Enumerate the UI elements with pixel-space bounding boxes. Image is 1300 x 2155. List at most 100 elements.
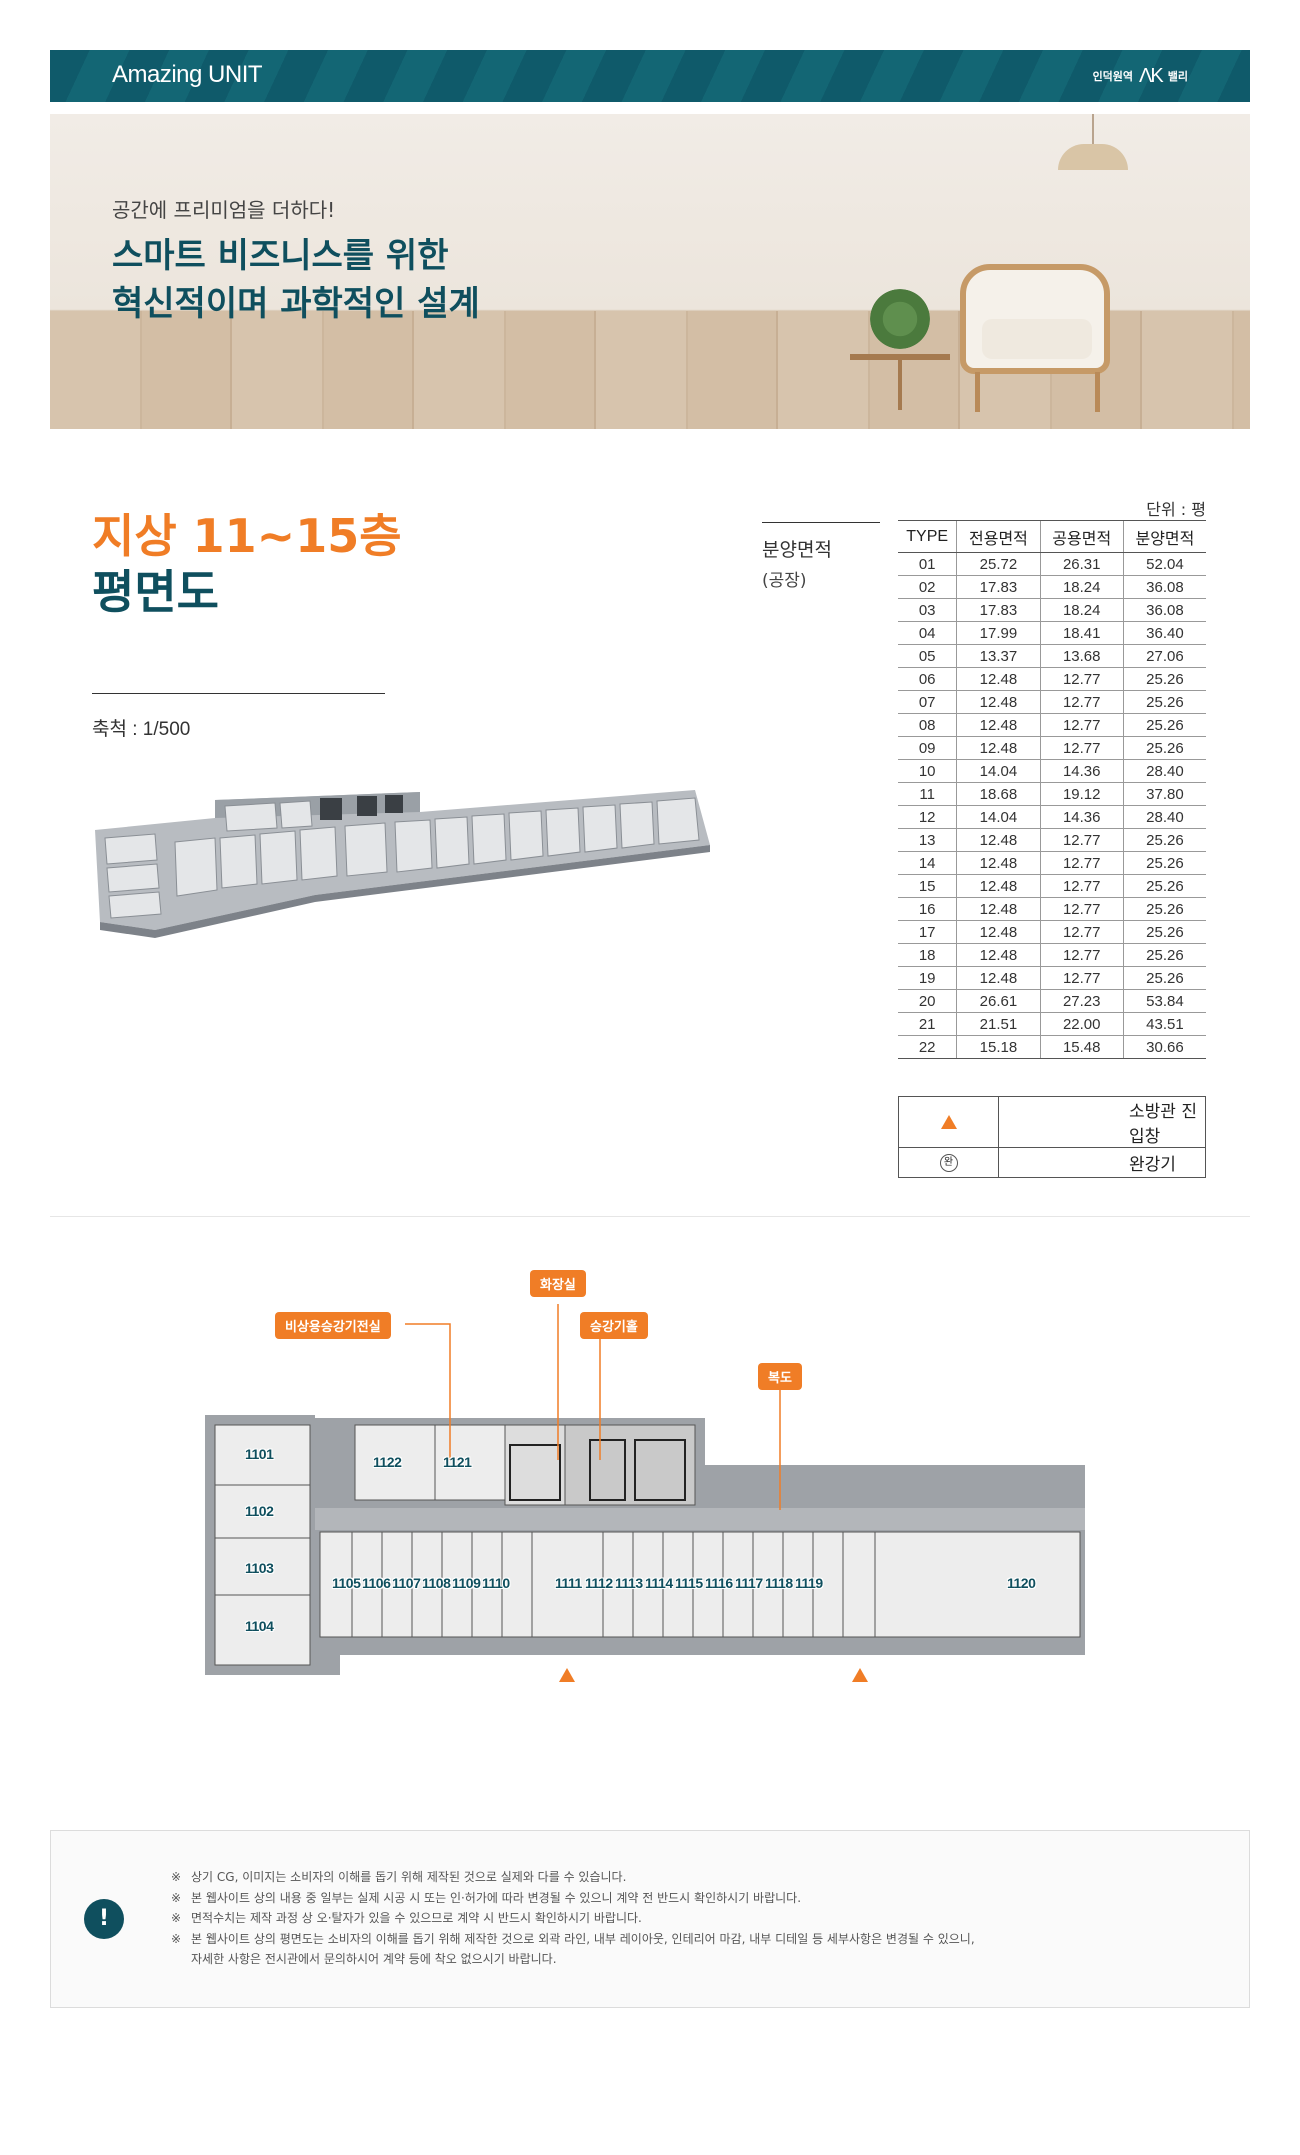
unit-label: 1113 <box>615 1575 643 1591</box>
unit-label: 1116 <box>705 1575 733 1591</box>
table-cell: 12.77 <box>1039 828 1124 852</box>
table-cell: 25.26 <box>1122 690 1206 714</box>
unit-label: 1114 <box>645 1575 673 1591</box>
unit-label: 1106 <box>362 1575 391 1591</box>
table-cell: 12.77 <box>1039 920 1124 944</box>
unit-label: 1110 <box>482 1575 510 1591</box>
unit-label: 1117 <box>735 1575 763 1591</box>
table-cell: 18.41 <box>1039 621 1124 645</box>
table-cell: 43.51 <box>1122 1012 1206 1036</box>
unit-label: 1122 <box>373 1454 402 1470</box>
table-cell: 25.26 <box>1122 851 1206 875</box>
table-cell: 25.26 <box>1122 828 1206 852</box>
table-cell: 12.77 <box>1039 874 1124 898</box>
unit-label: 1121 <box>443 1454 472 1470</box>
table-cell: 21.51 <box>956 1012 1041 1036</box>
table-cell: 02 <box>898 575 957 599</box>
area-table-sublabel: (공장) <box>762 571 807 591</box>
notice-item: ※본 웹사이트 상의 내용 중 일부는 실제 시공 시 또는 인·허가에 따라 … <box>171 1890 802 1905</box>
table-cell: 27.06 <box>1122 644 1206 668</box>
table-cell: 12.77 <box>1039 736 1124 760</box>
table-cell: 12.48 <box>956 851 1041 875</box>
table-cell: 11 <box>898 782 957 806</box>
notice-box: ! ※상기 CG, 이미지는 소비자의 이해를 돕기 위해 제작된 것으로 실제… <box>50 1830 1250 2008</box>
table-cell: 12.48 <box>956 713 1041 737</box>
exclamation-icon: ! <box>84 1899 124 1939</box>
unit-label: 1111 <box>555 1575 582 1591</box>
notice-item: ※상기 CG, 이미지는 소비자의 이해를 돕기 위해 제작된 것으로 실제와 … <box>171 1870 627 1884</box>
table-cell: 28.40 <box>1122 805 1206 829</box>
legend-label: 소방관 진입창 <box>998 1096 1206 1148</box>
table-cell: 18.24 <box>1039 598 1124 622</box>
table-cell: 19.12 <box>1039 782 1124 806</box>
table-cell: 14 <box>898 851 957 875</box>
unit-label: 1108 <box>422 1575 451 1591</box>
table-cell: 12.77 <box>1039 667 1124 691</box>
notice-list: ※상기 CG, 이미지는 소비자의 이해를 돕기 위해 제작된 것으로 실제와 … <box>171 1867 975 1970</box>
table-cell: 22 <box>898 1035 957 1059</box>
table-cell: 04 <box>898 621 957 645</box>
tag-emergency-elevator: 비상용승강기전실 <box>275 1312 391 1339</box>
side-table-image <box>850 354 950 360</box>
table-cell: 36.08 <box>1122 598 1206 622</box>
column-header: 공용면적 <box>1039 520 1124 553</box>
table-cell: 20 <box>898 989 957 1013</box>
table-cell: 12.48 <box>956 966 1041 990</box>
table-cell: 25.26 <box>1122 966 1206 990</box>
area-table-label: 분양면적 <box>762 539 832 561</box>
banner-headline: 스마트 비즈니스를 위한 혁신적이며 과학적인 설계 <box>112 236 480 324</box>
table-cell: 37.80 <box>1122 782 1206 806</box>
table-cell: 12.77 <box>1039 897 1124 921</box>
table-cell: 06 <box>898 667 957 691</box>
triangle-icon <box>898 1096 999 1148</box>
table-cell: 12.77 <box>1039 690 1124 714</box>
table-cell: 12.48 <box>956 667 1041 691</box>
table-cell: 07 <box>898 690 957 714</box>
table-cell: 12.48 <box>956 736 1041 760</box>
table-cell: 25.26 <box>1122 667 1206 691</box>
brand-logo[interactable]: 인덕원역 ΛK 밸리 <box>1093 64 1188 88</box>
plan-legend: 소방관 진입창 완 완강기 <box>898 1096 1206 1178</box>
column-header: 전용면적 <box>956 520 1041 553</box>
tag-elevator-hall: 승강기홀 <box>580 1312 648 1339</box>
table-cell: 28.40 <box>1122 759 1206 783</box>
unit-label: 1120 <box>1007 1575 1036 1591</box>
table-cell: 25.26 <box>1122 713 1206 737</box>
unit-label: 1104 <box>245 1618 274 1634</box>
table-cell: 12.48 <box>956 690 1041 714</box>
table-header-row: TYPE 전용면적 공용면적 분양면적 <box>898 520 1206 553</box>
table-cell: 25.26 <box>1122 920 1206 944</box>
table-cell: 19 <box>898 966 957 990</box>
unit-label: 1115 <box>675 1575 703 1591</box>
table-cell: 26.61 <box>956 989 1041 1013</box>
logo-mark: ΛK <box>1139 64 1164 87</box>
table-cell: 21 <box>898 1012 957 1036</box>
table-cell: 13.37 <box>956 644 1041 668</box>
section-divider <box>50 1216 1250 1217</box>
unit-label: 1109 <box>452 1575 481 1591</box>
table-cell: 26.31 <box>1039 552 1124 576</box>
unit-label: 1103 <box>245 1560 274 1576</box>
table-cell: 12.77 <box>1039 966 1124 990</box>
table-cell: 25.26 <box>1122 874 1206 898</box>
banner-subtitle: 공간에 프리미엄을 더하다! <box>112 198 336 222</box>
legend-label: 완강기 <box>998 1147 1206 1178</box>
unit-label: 1118 <box>765 1575 793 1591</box>
